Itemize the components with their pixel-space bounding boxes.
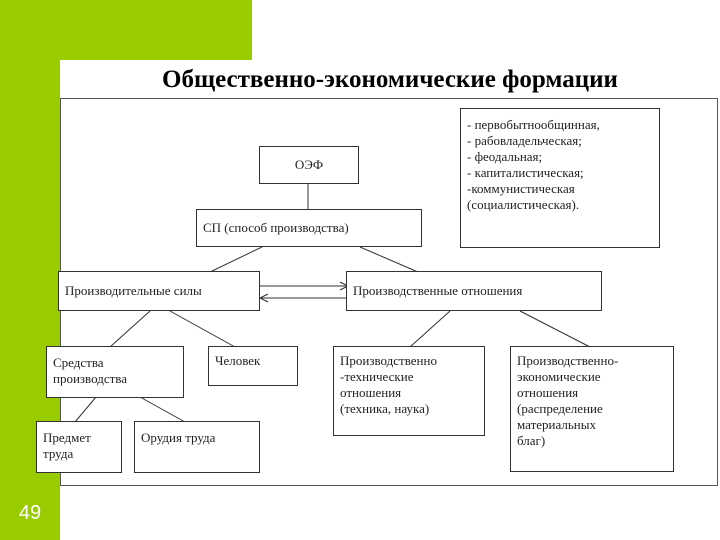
title-tab [60, 60, 720, 100]
link-sp-relations [359, 246, 419, 273]
link-means-subject [74, 396, 97, 423]
link-forces-person [169, 310, 236, 348]
node-production-mode: СП (способ производства) [196, 209, 422, 247]
link-relations-econ [519, 310, 591, 348]
slide-title: Общественно-экономические формации [162, 66, 618, 93]
link-means-tools [139, 396, 186, 423]
node-econ-relations: Производственно- экономические отношения… [510, 346, 674, 472]
slide-number: 49 [18, 502, 42, 524]
node-tools-of-labor: Орудия труда [134, 421, 260, 473]
node-formation-types: - первобытнообщинная, - рабовладельческа… [460, 108, 660, 248]
link-forces-means [109, 310, 151, 348]
link-relations-tech [409, 310, 451, 348]
node-person: Человек [208, 346, 298, 386]
node-subject-of-labor: Предмет труда [36, 421, 122, 473]
node-production-relations: Производственные отношения [346, 271, 602, 311]
link-sp-forces [209, 246, 263, 273]
node-oef: ОЭФ [259, 146, 359, 184]
node-means-of-production: Средства производства [46, 346, 184, 398]
node-productive-forces: Производительные силы [58, 271, 260, 311]
node-tech-relations: Производственно -технические отношения (… [333, 346, 485, 436]
arrowhead-left [258, 293, 269, 303]
